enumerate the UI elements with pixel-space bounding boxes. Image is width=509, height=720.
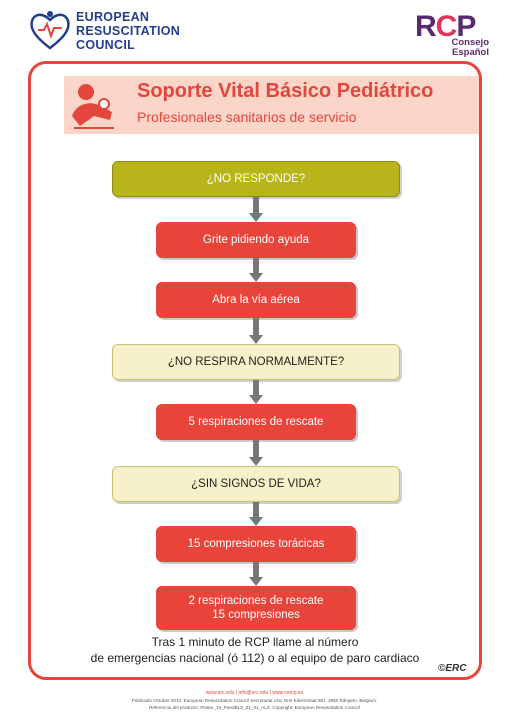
footer-line-1: Tras 1 minuto de RCP llame al número bbox=[151, 635, 359, 649]
flow-step-ciclo-line-1: 2 respiraciones de rescate bbox=[188, 595, 324, 607]
footer-reference: Referencia del producto: Poster_10_PaedB… bbox=[149, 705, 360, 710]
flow-step-ciclo-line-2: 15 compresiones bbox=[212, 609, 300, 621]
arrow-down-icon bbox=[249, 562, 263, 586]
arrow-down-icon bbox=[249, 502, 263, 526]
heart-lungs-icon bbox=[30, 11, 70, 50]
footer-web-links[interactable]: www.erc.edu | info@erc.edu | www.cercp.e… bbox=[205, 690, 304, 696]
erc-small-logo: ©ERC bbox=[438, 663, 467, 674]
rcp-mark: RCP bbox=[415, 10, 476, 43]
arrow-down-icon bbox=[249, 318, 263, 344]
rcp-sub-line-1: Consejo bbox=[451, 37, 489, 48]
title-illustration bbox=[64, 76, 120, 134]
arrow-down-icon bbox=[249, 380, 263, 404]
page-title: Soporte Vital Básico Pediátrico bbox=[137, 80, 434, 102]
arrow-down-icon bbox=[249, 258, 263, 282]
flow-step-sin-signos: ¿SIN SIGNOS DE VIDA? bbox=[112, 466, 400, 502]
flow-step-15-compresiones: 15 compresiones torácicas bbox=[156, 526, 356, 562]
erc-wordmark: EUROPEAN RESUSCITATION COUNCIL bbox=[76, 10, 180, 52]
erc-line-1: EUROPEAN bbox=[76, 10, 150, 24]
arrow-down-icon bbox=[249, 197, 263, 222]
footer-instruction: Tras 1 minuto de RCP llame al número de … bbox=[60, 634, 450, 666]
rescuer-child-icon bbox=[72, 84, 114, 129]
flow-step-no-responde: ¿NO RESPONDE? bbox=[112, 161, 400, 197]
erc-logo: EUROPEAN RESUSCITATION COUNCIL bbox=[28, 8, 198, 58]
rcp-subtitle: Consejo Español bbox=[452, 38, 489, 58]
flow-step-no-respira: ¿NO RESPIRA NORMALMENTE? bbox=[112, 344, 400, 380]
rcp-sub-line-2: Español bbox=[452, 47, 489, 58]
flow-step-grite: Grite pidiendo ayuda bbox=[156, 222, 356, 258]
footer-publication: Publicado Octubre 2010. European Resusci… bbox=[131, 698, 378, 703]
arrow-down-icon bbox=[249, 440, 263, 466]
erc-line-3: COUNCIL bbox=[76, 38, 136, 52]
flow-step-abra-via-aerea: Abra la vía aérea bbox=[156, 282, 356, 318]
page-subtitle: Profesionales sanitarios de servicio bbox=[137, 109, 357, 125]
rcp-logo: RCP Consejo Español bbox=[415, 10, 489, 60]
flow-step-5-respiraciones: 5 respiraciones de rescate bbox=[156, 404, 356, 440]
title-band bbox=[94, 76, 479, 134]
erc-line-2: RESUSCITATION bbox=[76, 24, 181, 38]
flow-step-ciclo-rcp: 2 respiraciones de rescate 15 compresion… bbox=[156, 586, 356, 630]
footer-line-2: de emergencias nacional (ó 112) o al equ… bbox=[90, 651, 420, 665]
